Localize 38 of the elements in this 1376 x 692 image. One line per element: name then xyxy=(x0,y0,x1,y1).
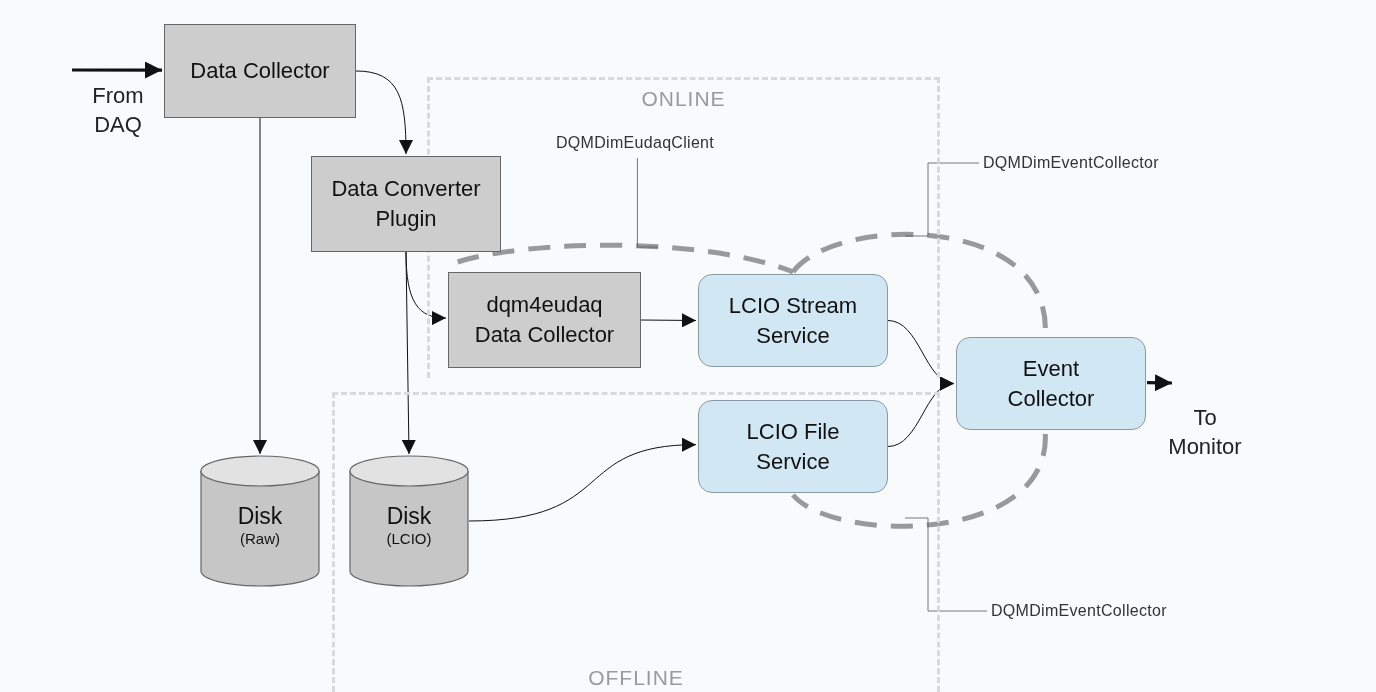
disk-subtitle: (LCIO) xyxy=(386,530,432,547)
arrow xyxy=(405,251,447,325)
process-box xyxy=(311,156,501,252)
arrow xyxy=(253,117,267,455)
box-label: LCIO Stream Service xyxy=(727,291,859,350)
arrow xyxy=(887,379,955,447)
component-label: DQMDimEventCollector xyxy=(983,154,1159,172)
box-label: Data Collector xyxy=(190,57,330,86)
dashed-region xyxy=(332,392,940,692)
disk-title: Disk xyxy=(237,503,283,530)
arrow xyxy=(355,70,413,155)
arrow xyxy=(468,438,697,522)
component-label: DQMDimEventCollector xyxy=(991,602,1167,620)
flow-label: From DAQ xyxy=(91,82,145,139)
region-title: ONLINE xyxy=(640,87,727,111)
arrow xyxy=(72,61,162,79)
arrow xyxy=(1146,374,1173,392)
disk-title: Disk xyxy=(386,503,432,530)
leader-line xyxy=(904,162,980,237)
leader-line xyxy=(904,517,988,612)
arrow xyxy=(401,251,416,455)
service-box xyxy=(698,274,888,367)
component-label: DQMDimEudaqClient xyxy=(556,134,715,152)
box-label: LCIO File Service xyxy=(745,417,841,476)
service-box xyxy=(698,400,888,493)
flow-label: To Monitor xyxy=(1167,404,1243,461)
arrow xyxy=(640,313,697,328)
box-label: Data Converter Plugin xyxy=(330,175,482,233)
dashed-connector xyxy=(457,242,794,275)
process-box xyxy=(448,272,641,368)
disk-subtitle: (Raw) xyxy=(240,530,280,547)
process-box xyxy=(164,24,356,118)
service-box xyxy=(956,337,1146,430)
dashed-connector xyxy=(791,433,1048,529)
leader-line xyxy=(637,157,659,248)
box-label: dqm4eudaq Data Collector xyxy=(473,291,616,349)
region-title: OFFLINE xyxy=(587,666,685,690)
box-label: Event Collector xyxy=(1006,354,1096,413)
